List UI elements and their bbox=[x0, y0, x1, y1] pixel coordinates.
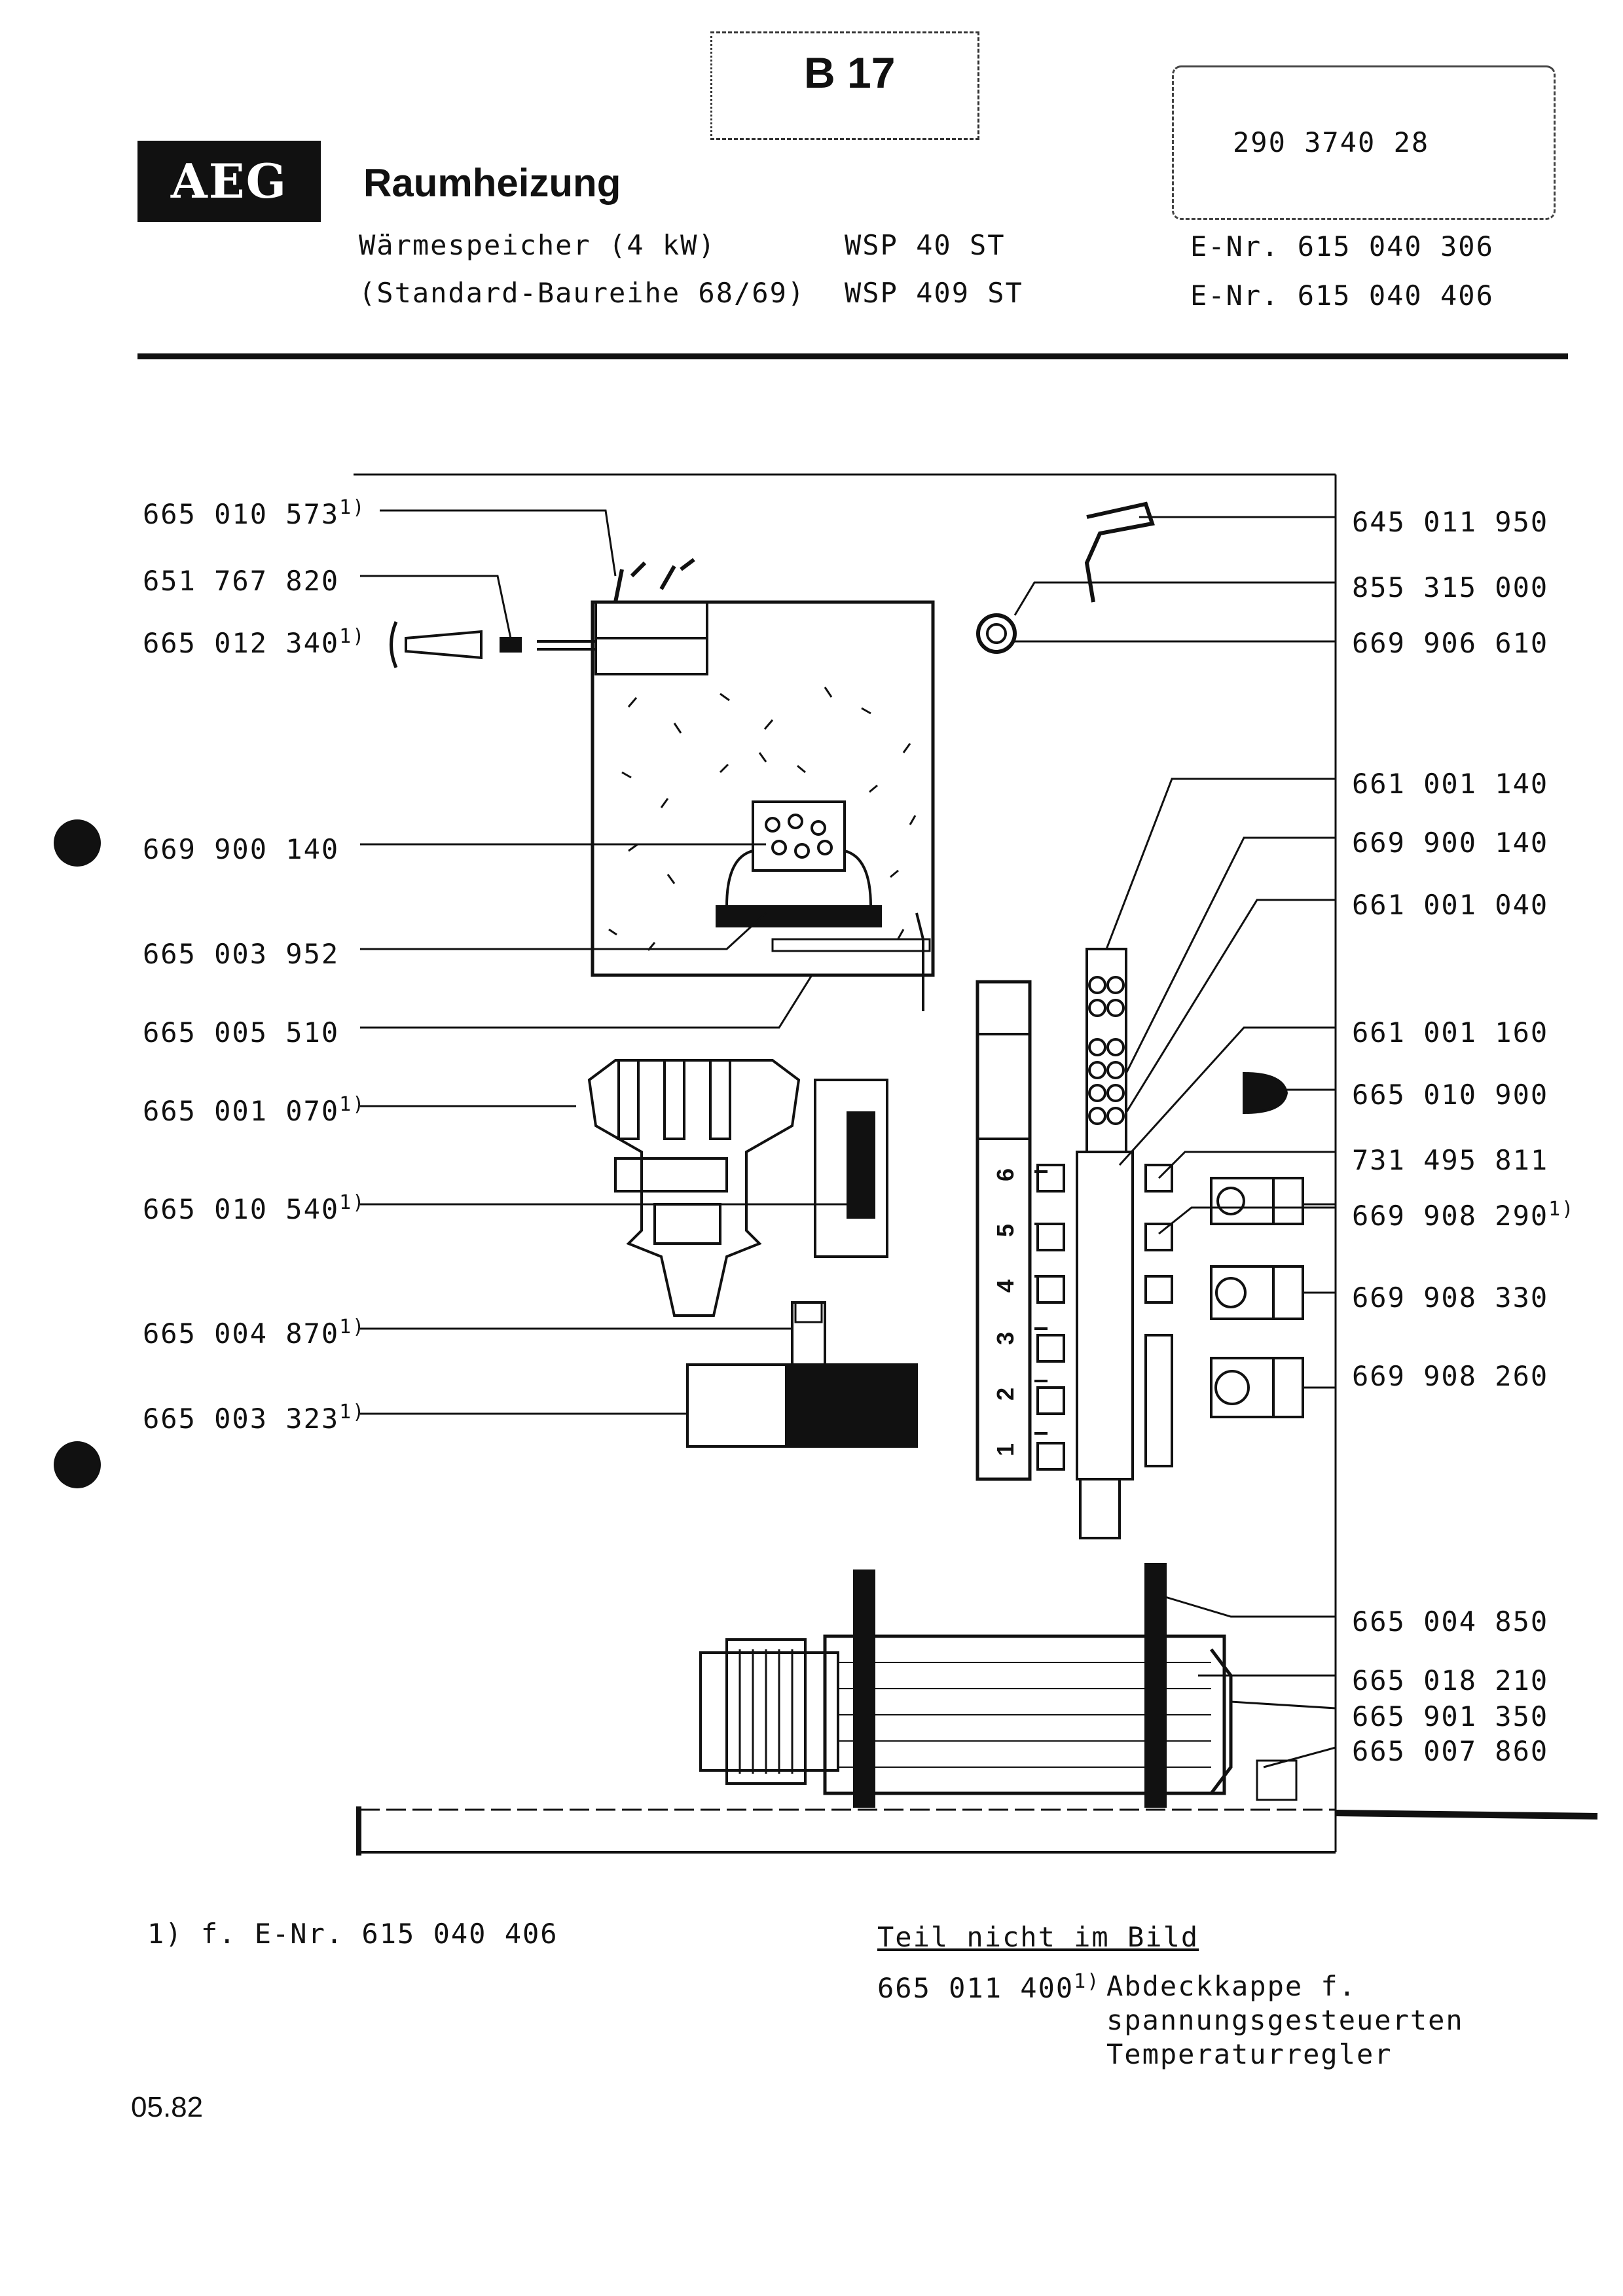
row1-desc: Wärmespeicher (4 kW) bbox=[359, 229, 716, 261]
punch-hole-bottom bbox=[54, 1441, 101, 1488]
aeg-logo: AEG bbox=[137, 141, 321, 222]
part-label-right: 669 908 2901) bbox=[1352, 1198, 1575, 1232]
not-shown-heading: Teil nicht im Bild bbox=[877, 1921, 1199, 1953]
switch-position-6: 6 bbox=[992, 1168, 1019, 1181]
part-label-right: 731 495 811 bbox=[1352, 1144, 1549, 1176]
switch-position-5: 5 bbox=[992, 1224, 1019, 1237]
row1-model: WSP 40 ST bbox=[845, 229, 1006, 261]
row2-enr: E-Nr. 615 040 406 bbox=[1190, 279, 1494, 312]
part-label-right: 661 001 040 bbox=[1352, 889, 1549, 921]
part-label-right: 665 010 900 bbox=[1352, 1079, 1549, 1111]
punch-hole-top bbox=[54, 819, 101, 867]
part-label-left: 665 004 8701) bbox=[143, 1316, 366, 1350]
part-label-left: 665 003 3231) bbox=[143, 1401, 366, 1435]
part-label-left: 665 005 510 bbox=[143, 1016, 340, 1049]
part-label-right: 661 001 140 bbox=[1352, 768, 1549, 800]
date-stamp: 05.82 bbox=[131, 2091, 204, 2123]
part-label-right: 669 908 260 bbox=[1352, 1360, 1549, 1392]
part-label-right: 669 900 140 bbox=[1352, 827, 1549, 859]
part-label-left: 651 767 820 bbox=[143, 565, 340, 597]
part-label-right: 665 901 350 bbox=[1352, 1700, 1549, 1732]
part-label-right: 669 906 610 bbox=[1352, 627, 1549, 659]
part-label-left: 665 001 0701) bbox=[143, 1093, 366, 1127]
part-label-right: 661 001 160 bbox=[1352, 1016, 1549, 1049]
switch-position-3: 3 bbox=[992, 1332, 1019, 1345]
not-shown-desc-3: Temperaturregler bbox=[1106, 2038, 1393, 2070]
not-shown-desc-2: spannungsgesteuerten bbox=[1106, 2004, 1464, 2036]
header-rule bbox=[137, 353, 1568, 359]
part-label-right: 645 011 950 bbox=[1352, 506, 1549, 538]
part-label-left: 665 012 3401) bbox=[143, 625, 366, 659]
part-label-left: 665 010 5401) bbox=[143, 1191, 366, 1225]
part-label-right: 665 004 850 bbox=[1352, 1605, 1549, 1638]
row2-model: WSP 409 ST bbox=[845, 277, 1023, 309]
part-label-left: 669 900 140 bbox=[143, 833, 340, 865]
page-label: B 17 bbox=[804, 48, 896, 97]
part-label-left: 665 010 5731) bbox=[143, 496, 366, 530]
footnote: 1) f. E-Nr. 615 040 406 bbox=[147, 1918, 558, 1950]
row1-enr: E-Nr. 615 040 306 bbox=[1190, 230, 1494, 262]
page-label-box: B 17 bbox=[710, 31, 979, 140]
switch-position-4: 4 bbox=[992, 1280, 1019, 1293]
switch-position-1: 1 bbox=[992, 1443, 1019, 1456]
part-label-right: 669 908 330 bbox=[1352, 1282, 1549, 1314]
order-number: 290 3740 28 bbox=[1233, 126, 1430, 158]
part-label-left: 665 003 952 bbox=[143, 938, 340, 970]
page-title: Raumheizung bbox=[363, 161, 621, 205]
order-number-box: 290 3740 28 bbox=[1172, 65, 1556, 220]
part-label-right: 855 315 000 bbox=[1352, 571, 1549, 603]
part-label-right: 665 018 210 bbox=[1352, 1664, 1549, 1696]
not-shown-desc-1: Abdeckkappe f. bbox=[1106, 1970, 1357, 2002]
row2-desc: (Standard-Baureihe 68/69) bbox=[359, 277, 806, 309]
part-label-right: 665 007 860 bbox=[1352, 1735, 1549, 1767]
not-shown-part: 665 011 4001) bbox=[877, 1970, 1101, 2004]
switch-position-2: 2 bbox=[992, 1388, 1019, 1401]
